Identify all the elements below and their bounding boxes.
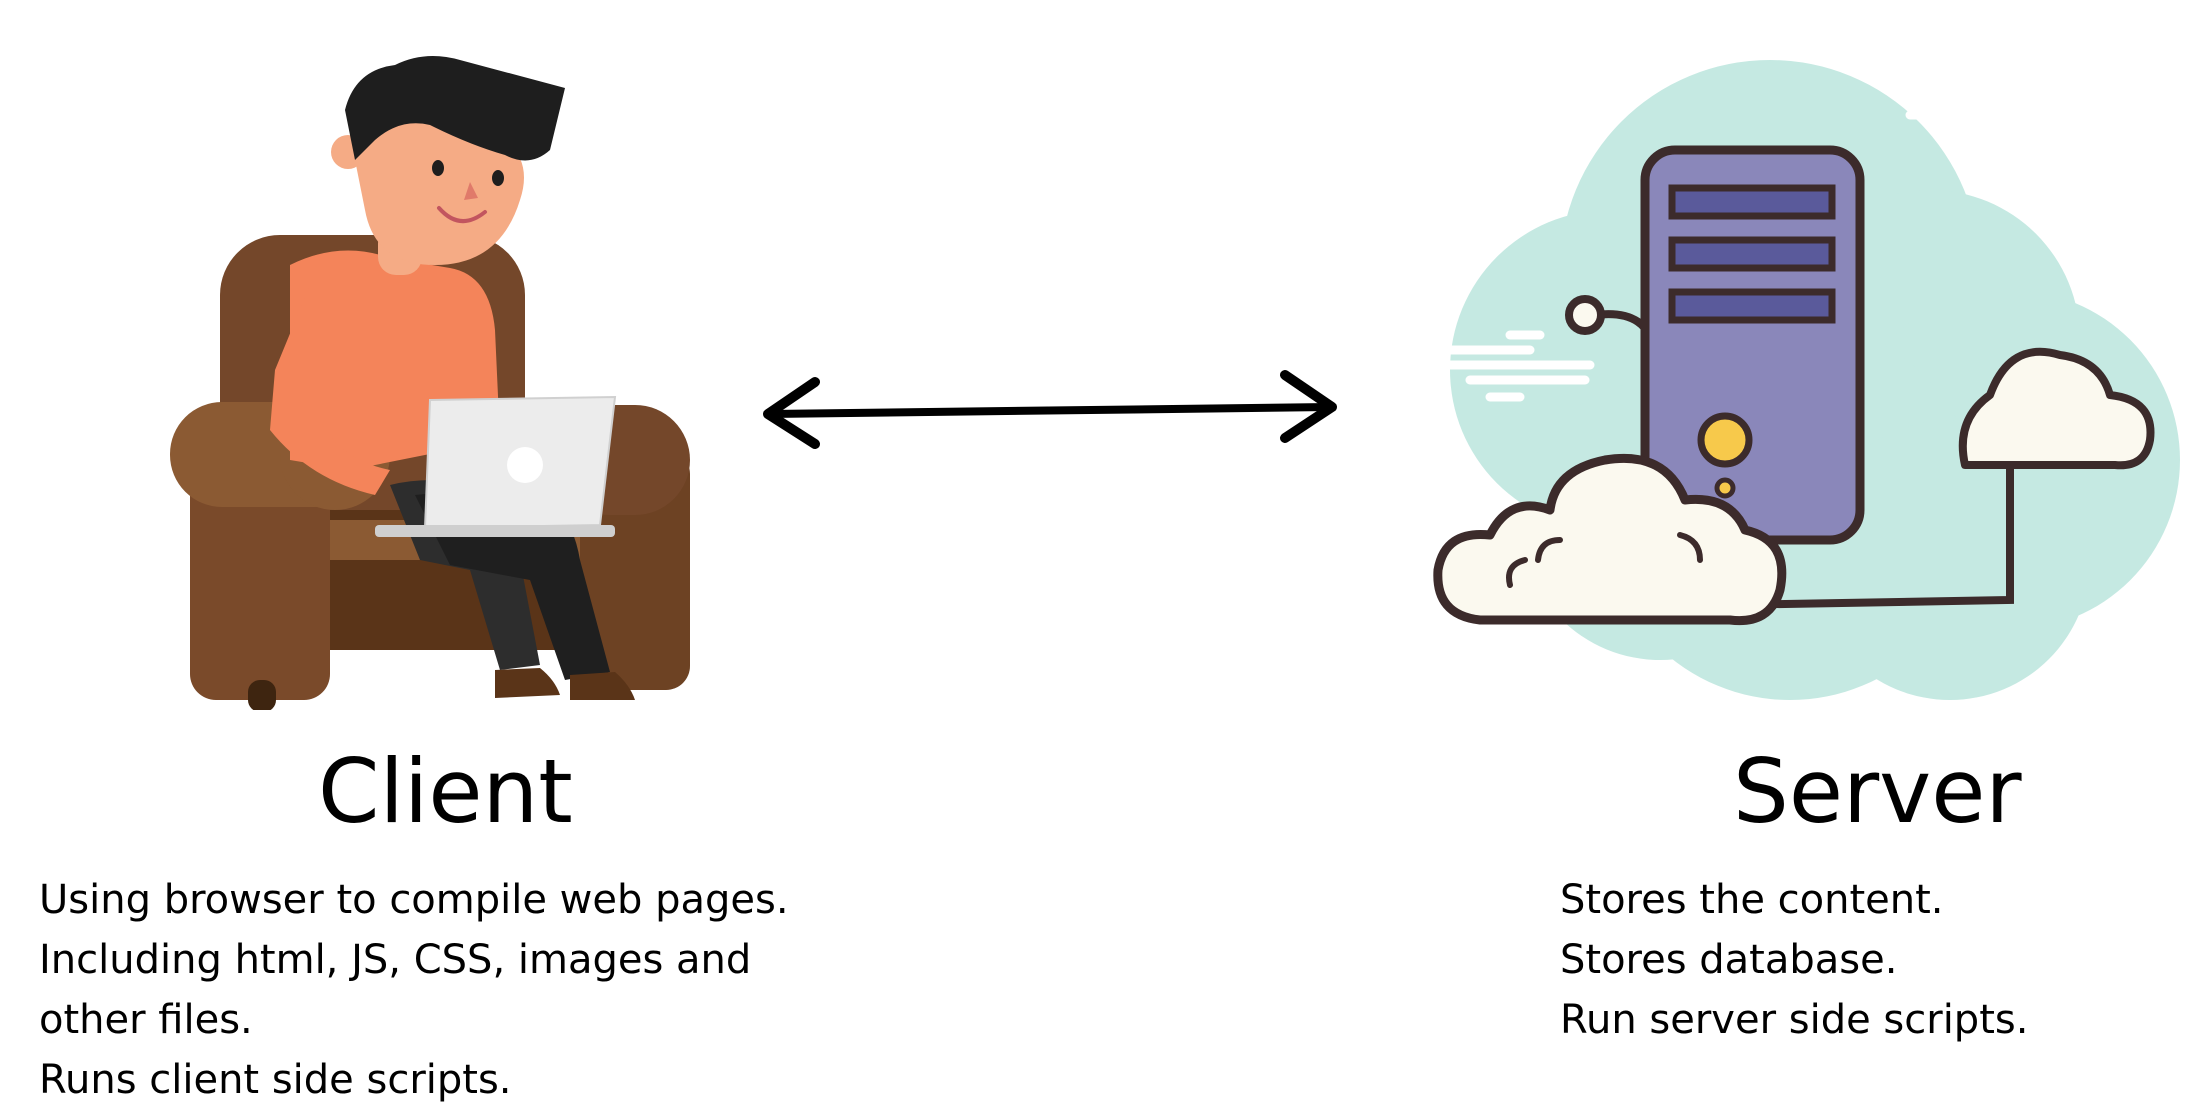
person-on-armchair-with-laptop-icon [170,56,690,712]
server-tower-in-clouds-icon [1425,60,2180,700]
power-led [1697,412,1753,468]
client-description-line: Including html, JS, CSS, images and [39,937,752,983]
hair [345,56,565,161]
laptop-logo [507,447,543,483]
client-description: Using browser to compile web pages. Incl… [39,870,789,1110]
client-illustration [160,40,700,714]
server-description-line: Stores the content. [1560,877,1944,923]
client-description-line: other files. [39,997,253,1043]
server-illustration [1410,40,2190,724]
client-description-line: Runs client side scripts. [39,1057,512,1103]
server-title: Server [1733,740,2022,843]
client-title: Client [318,740,573,843]
connector-arrow [740,360,1360,464]
server-description-line: Run server side scripts. [1560,997,2029,1043]
double-headed-arrow-icon [763,370,1337,449]
face [350,110,524,265]
client-description-line: Using browser to compile web pages. [39,877,789,923]
large-cream-cloud [1433,453,1787,626]
server-description: Stores the content. Stores database. Run… [1560,870,2028,1050]
server-description-line: Stores database. [1560,937,1898,983]
small-cream-cloud [1958,347,2155,470]
